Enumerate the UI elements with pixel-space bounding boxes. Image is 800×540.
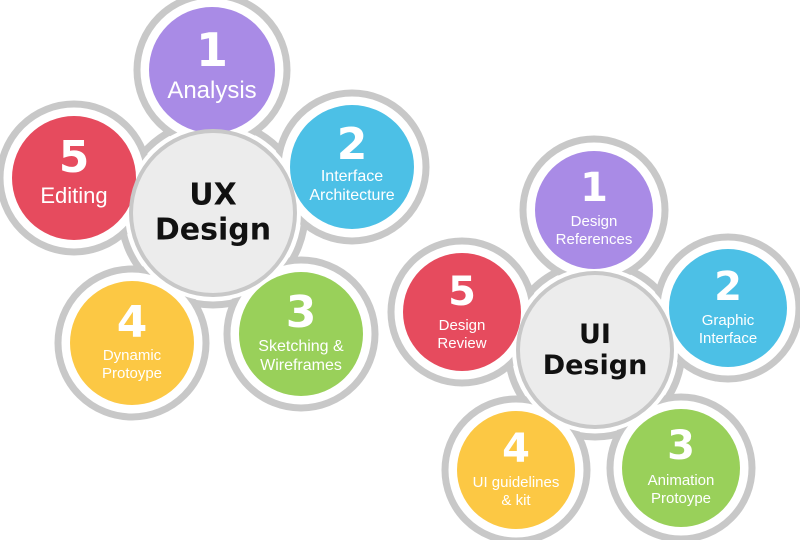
ux-hub-label: UX Design [154, 177, 272, 248]
ui-petal-3-number: 3 [667, 423, 695, 469]
ux-petal-4 [70, 281, 194, 405]
ux-petal-3 [239, 272, 363, 396]
ux-petal-2-label: Interface Architecture [309, 167, 394, 205]
ui-petal-2 [669, 249, 787, 367]
ui-petal-1-label: Design References [556, 213, 633, 249]
ux-petal-4-label-line-1: Dynamic [102, 347, 162, 364]
ui-petal-5-label: Design Review [437, 317, 486, 353]
ui-petal-2-label-line-1: Graphic [701, 312, 755, 329]
ux-hub-line-1: UX [189, 177, 237, 213]
ui-hub-label: UI Design [543, 319, 648, 381]
ui-petal-4-label-line-2: & kit [501, 492, 531, 509]
ui-petal-3-label: Animation Protoype [648, 472, 715, 508]
ux-petal-2-number: 2 [336, 119, 368, 170]
ui-petal-1-number: 1 [580, 165, 608, 211]
ux-petal-2 [290, 105, 414, 229]
ui-petal-3 [622, 409, 740, 527]
ui-petal-1-label-line-2: References [555, 231, 633, 248]
ux-hub [133, 133, 293, 293]
ui-hub-line-2: Design [542, 350, 648, 381]
ux-hub-line-2: Design [154, 212, 272, 247]
ux-petal-4-label-line-2: Protoype [101, 365, 163, 382]
ui-petal-1 [535, 151, 653, 269]
ui-petal-4 [457, 411, 575, 529]
ui-petal-5-number: 5 [448, 269, 476, 315]
ux-petal-1-label: Analysis [167, 77, 256, 105]
ux-petal-1 [149, 7, 275, 133]
ux-petal-3-label-line-1: Sketching & [258, 338, 344, 355]
ui-petal-2-label: Graphic Interface [699, 312, 757, 348]
ux-petal-2-label-line-1: Interface [320, 168, 384, 185]
ui-petal-5-label-line-1: Design [438, 317, 486, 334]
ui-petal-3-label-line-2: Protoype [650, 490, 712, 507]
ux-petal-3-number: 3 [285, 287, 317, 338]
ui-petal-5 [403, 253, 521, 371]
ui-petal-2-label-line-2: Interface [698, 330, 758, 347]
ux-petal-1-label-line-1: Analysis [167, 77, 257, 104]
ux-petal-5 [12, 116, 136, 240]
ui-petal-4-label-line-1: UI guidelines [472, 474, 560, 491]
ux-petal-4-label: Dynamic Protoype [102, 347, 162, 383]
ui-petal-5-label-line-2: Review [437, 335, 487, 352]
ui-petal-1-label-line-1: Design [570, 213, 618, 230]
ux-petal-2-label-line-2: Architecture [309, 187, 395, 204]
ux-petal-3-label: Sketching & Wireframes [258, 337, 343, 375]
ui-diagram [387, 135, 800, 540]
ux-petal-4-number: 4 [116, 297, 148, 348]
ui-petal-4-label: UI guidelines & kit [473, 474, 560, 510]
ux-diagram [0, 0, 430, 421]
ui-hub-line-1: UI [579, 318, 611, 350]
ui-hub [520, 275, 670, 425]
ux-petal-1-number: 1 [195, 23, 229, 77]
ux-petal-5-label: Editing [40, 183, 107, 209]
ui-petal-4-number: 4 [502, 426, 530, 472]
ux-petal-3-label-line-2: Wireframes [260, 357, 342, 374]
ux-petal-5-number: 5 [58, 132, 90, 183]
ui-petal-2-number: 2 [714, 264, 742, 310]
ui-petal-3-label-line-1: Animation [647, 472, 715, 489]
ux-petal-5-label-line-1: Editing [40, 183, 108, 208]
